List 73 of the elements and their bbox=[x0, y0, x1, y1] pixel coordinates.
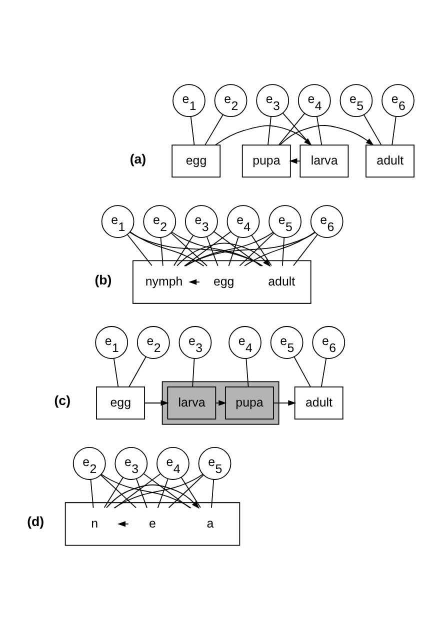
node-text: e bbox=[148, 516, 156, 530]
cluster bbox=[64, 502, 240, 546]
connector bbox=[101, 474, 192, 508]
node-text: nymph bbox=[145, 274, 183, 288]
connector bbox=[126, 234, 152, 266]
connector bbox=[113, 358, 119, 388]
arrow bbox=[106, 484, 200, 509]
label: (c) bbox=[54, 393, 71, 408]
connector bbox=[239, 232, 274, 266]
connector bbox=[130, 232, 263, 266]
connector bbox=[244, 232, 316, 266]
connector bbox=[185, 232, 274, 266]
node-text: adult bbox=[268, 274, 296, 288]
connector bbox=[157, 478, 168, 508]
connector bbox=[214, 231, 262, 266]
node-box: egg bbox=[96, 386, 145, 420]
label: (b) bbox=[94, 272, 112, 288]
connector bbox=[100, 474, 137, 508]
connector bbox=[170, 232, 208, 266]
connector bbox=[184, 232, 316, 266]
connector bbox=[160, 237, 164, 266]
arrow bbox=[176, 242, 271, 267]
arrow bbox=[188, 279, 200, 285]
arrow bbox=[118, 521, 129, 527]
node-text: egg bbox=[213, 274, 234, 288]
node-box: adult bbox=[366, 144, 414, 178]
node-text: a bbox=[206, 516, 214, 530]
node-box: pupa bbox=[225, 386, 274, 420]
arrow bbox=[289, 158, 300, 164]
node-box: egg bbox=[172, 144, 221, 178]
connector bbox=[211, 479, 214, 508]
connector bbox=[184, 231, 231, 266]
connector bbox=[294, 356, 311, 388]
connector bbox=[251, 235, 272, 266]
node-text: n bbox=[91, 516, 98, 530]
connector bbox=[282, 112, 312, 146]
label: (a) bbox=[130, 151, 146, 166]
connector bbox=[316, 116, 322, 146]
connector bbox=[206, 236, 218, 266]
connector bbox=[114, 473, 161, 508]
connector bbox=[180, 476, 201, 508]
connector bbox=[104, 476, 124, 508]
arrow bbox=[215, 400, 227, 406]
node-box: larva bbox=[167, 386, 216, 420]
node-box: pupa bbox=[242, 144, 291, 178]
connector bbox=[363, 114, 382, 146]
arrow bbox=[144, 400, 169, 406]
connector bbox=[143, 473, 190, 508]
connector bbox=[246, 358, 249, 388]
connector bbox=[114, 474, 204, 508]
connector bbox=[228, 236, 239, 266]
node-box: adult bbox=[294, 386, 344, 420]
label: (d) bbox=[27, 514, 44, 530]
connector bbox=[192, 358, 195, 388]
connector bbox=[90, 479, 94, 508]
arrow bbox=[273, 400, 296, 406]
connector bbox=[171, 232, 263, 266]
arrow bbox=[215, 125, 312, 146]
arrow bbox=[280, 125, 374, 146]
connector bbox=[204, 114, 224, 146]
connector bbox=[174, 235, 194, 266]
connector bbox=[128, 356, 146, 388]
connector bbox=[320, 358, 327, 388]
connector bbox=[282, 237, 285, 266]
connector bbox=[392, 116, 396, 146]
connector bbox=[130, 231, 204, 266]
connector bbox=[168, 474, 204, 508]
node-box: larva bbox=[300, 144, 349, 178]
connector bbox=[293, 234, 318, 266]
connector bbox=[136, 478, 148, 508]
connector bbox=[278, 112, 306, 146]
connector bbox=[190, 116, 195, 146]
connector bbox=[268, 116, 272, 146]
